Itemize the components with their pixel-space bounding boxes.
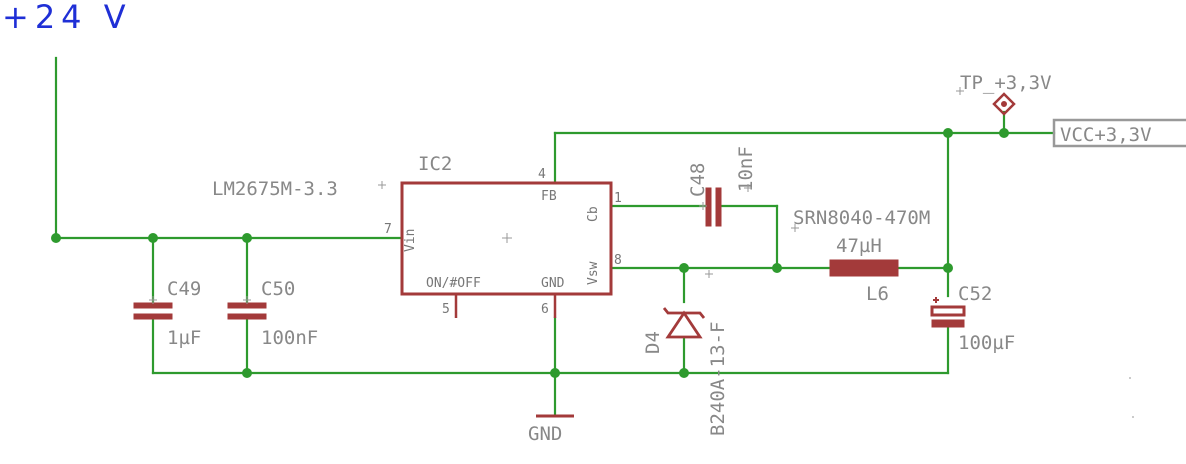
l6-value: 47µH — [836, 235, 882, 257]
output-label: VCC+3,3V — [1060, 124, 1152, 146]
pin-num-7: 7 — [384, 222, 392, 237]
c50-name: C50 — [261, 278, 295, 300]
junctions — [51, 128, 1009, 378]
testpoint-symbol[interactable] — [992, 92, 1016, 116]
testpoint-label: TP_+3,3V — [960, 72, 1052, 94]
pin-cb: Cb — [586, 206, 601, 222]
ground-label: GND — [528, 423, 562, 445]
pin-vin: Vin — [403, 229, 418, 252]
output-net-label[interactable]: VCC+3,3V — [1052, 118, 1186, 148]
pin-num-6: 6 — [541, 302, 549, 317]
c50-symbol[interactable] — [227, 296, 267, 320]
pin-gnd: GND — [541, 276, 565, 291]
c52-symbol[interactable] — [930, 297, 966, 328]
ic2-body[interactable] — [400, 181, 613, 296]
pin-num-5: 5 — [442, 302, 450, 317]
c48-name: C48 — [687, 163, 709, 197]
l6-name: L6 — [866, 283, 889, 305]
l6-symbol[interactable] — [829, 259, 899, 277]
pin-num-4: 4 — [538, 167, 546, 182]
c49-symbol[interactable] — [133, 296, 173, 320]
supply-label: +24 V — [2, 0, 132, 36]
pin-num-8: 8 — [614, 253, 622, 268]
pin-vsw: Vsw — [586, 261, 601, 285]
c49-value: 1µF — [167, 327, 201, 349]
c50-value: 100nF — [261, 327, 318, 349]
d4-name: D4 — [642, 331, 664, 354]
c48-value: 10nF — [735, 146, 757, 192]
c52-name: C52 — [958, 283, 992, 305]
c52-value: 100µF — [958, 332, 1015, 354]
l6-part: SRN8040-470M — [793, 207, 930, 229]
d4-symbol[interactable] — [662, 307, 706, 339]
ic2-name: IC2 — [418, 153, 452, 175]
pin-num-1: 1 — [614, 191, 622, 206]
pin-fb: FB — [541, 189, 557, 204]
d4-part: B240A-13-F — [707, 322, 729, 436]
ic2[interactable] — [400, 181, 613, 318]
ic2-part: LM2675M-3.3 — [212, 178, 338, 200]
c48-symbol[interactable] — [699, 187, 722, 227]
wires — [54, 56, 1056, 418]
c49-name: C49 — [167, 278, 201, 300]
pin-onoff: ON/#OFF — [426, 276, 481, 291]
